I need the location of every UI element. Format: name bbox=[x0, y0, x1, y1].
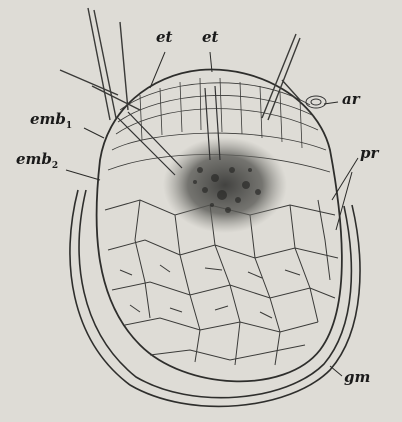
ar-structure bbox=[306, 96, 326, 108]
label-et-left: et bbox=[156, 30, 172, 45]
label-gm: gm bbox=[344, 370, 370, 385]
label-pr: pr bbox=[360, 146, 378, 161]
top-filaments bbox=[60, 8, 300, 120]
label-ar: ar bbox=[342, 92, 360, 107]
label-emb1: emb1 bbox=[30, 112, 72, 131]
embryo-dark-mass bbox=[163, 137, 287, 233]
label-et-right: et bbox=[202, 30, 218, 45]
label-emb2: emb2 bbox=[16, 152, 58, 171]
